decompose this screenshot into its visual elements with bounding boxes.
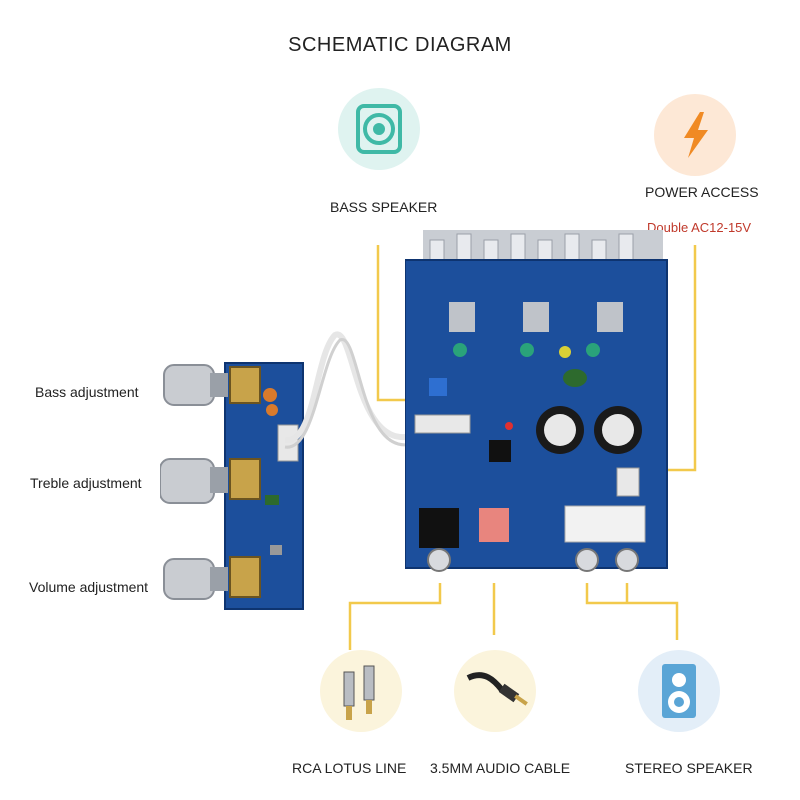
rca-label: RCA LOTUS LINE <box>292 760 407 776</box>
power-access-label: POWER ACCESS <box>645 184 759 200</box>
bass-speaker-icon-bg <box>338 88 420 170</box>
power-spec-label: Double AC12-15V <box>647 220 752 235</box>
audio-cable-label: 3.5MM AUDIO CABLE <box>430 760 571 776</box>
rca-cable-icon <box>343 665 375 720</box>
rca-icon-bg <box>320 650 402 732</box>
volume-adjustment-label: Volume adjustment <box>29 579 149 595</box>
stereo-speaker-label: STEREO SPEAKER <box>625 760 753 776</box>
amplifier-board <box>405 230 668 572</box>
volume-knob <box>163 556 261 600</box>
leader-power-access <box>662 245 697 472</box>
leader-stereo <box>585 583 679 640</box>
treble-adjustment-label: Treble adjustment <box>30 475 142 491</box>
tone-control-board <box>160 362 304 610</box>
stereo-speaker-icon <box>662 664 696 718</box>
bass-speaker-label: BASS SPEAKER <box>330 199 438 215</box>
bass-adjustment-label: Bass adjustment <box>35 384 139 400</box>
treble-knob <box>160 458 261 504</box>
leader-bass-speaker <box>376 245 405 402</box>
leader-rca <box>348 583 442 650</box>
speaker-icon <box>356 104 402 154</box>
bass-knob <box>163 364 261 406</box>
stereo-icon-bg <box>638 650 720 732</box>
lightning-icon <box>684 112 708 158</box>
audio-jack-icon <box>466 672 528 706</box>
power-icon-bg <box>654 94 736 176</box>
ribbon-cable <box>284 331 416 449</box>
audio-cable-icon-bg <box>454 650 536 732</box>
page-title: SCHEMATIC DIAGRAM <box>288 34 512 56</box>
